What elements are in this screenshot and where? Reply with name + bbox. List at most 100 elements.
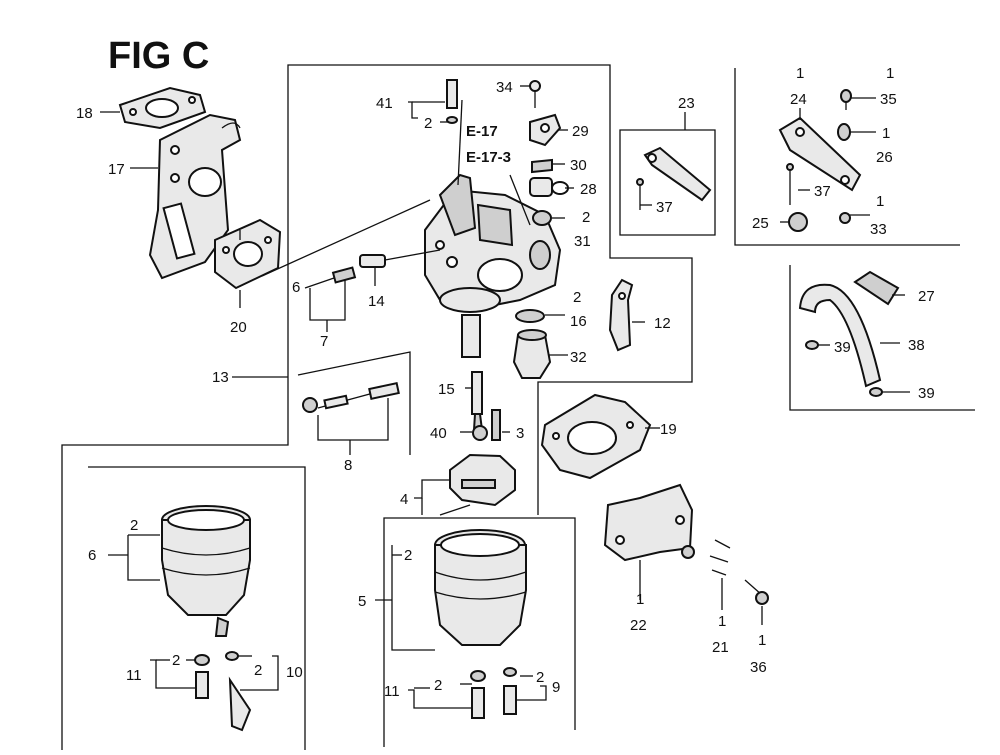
label-6-needle: 6 [292,279,300,296]
part-number-labels: 18 17 20 13 41 2 34 29 30 28 2 31 6 7 14… [76,65,935,700]
screw-35 [840,89,852,103]
carburetor-body [424,99,562,358]
bolt-36 [744,579,769,605]
label-20: 20 [230,319,247,336]
plate-29 [529,113,562,147]
label-13: 13 [212,369,229,386]
tube-frame [789,265,975,411]
label-30: 30 [570,157,587,174]
label-39-top: 39 [834,339,851,356]
label-37-left: 37 [656,199,673,216]
washer-40 [472,425,488,441]
jet-32 [512,329,552,379]
label-1-22: 1 [636,591,644,608]
label-22: 22 [630,617,647,634]
label-24: 24 [790,91,807,108]
label-11-left: 11 [126,667,142,684]
drain-11-center [470,670,486,719]
label-11-center: 11 [384,683,400,700]
lever-23 [636,146,712,210]
bracket-22 [603,483,695,562]
lever-frame [734,68,960,246]
label-2-10: 2 [254,662,262,679]
label-1-21: 1 [718,613,726,630]
label-1-35: 1 [886,65,894,82]
label-3: 3 [516,425,524,442]
label-25: 25 [752,215,769,232]
carburetor-frame [287,64,693,515]
needle-15 [471,371,484,431]
tube-38 [798,270,900,397]
label-6: 6 [88,547,96,564]
bracket-17 [148,113,242,280]
float-12 [608,278,634,352]
label-10: 10 [286,664,303,681]
label-32: 32 [570,349,587,366]
ring-26 [837,123,851,141]
label-7: 7 [320,333,328,350]
label-5: 5 [358,593,366,610]
label-2-16: 2 [573,289,581,306]
leader-lines [100,85,910,709]
label-1-24: 1 [796,65,804,82]
center-bowl-frame [383,517,576,747]
group-frames [61,64,975,750]
label-31: 31 [574,233,591,250]
needle-14 [304,249,441,289]
label-2-11-center: 2 [434,677,442,694]
label-2-9: 2 [536,669,544,686]
part23-frame [619,129,716,236]
ring-16 [515,309,545,323]
label-16: 16 [570,313,587,330]
float-4 [439,453,516,516]
label-1-36: 1 [758,632,766,649]
label-29: 29 [572,123,589,140]
spring-25 [788,212,808,232]
bowl-assembly-frame [61,366,289,750]
link-21 [709,539,731,576]
ref-e17: E-17 [466,123,498,140]
left-bowl-frame [88,466,306,750]
label-15: 15 [438,381,455,398]
bowl-5 [434,529,527,646]
label-4: 4 [400,491,408,508]
label-28: 28 [580,181,597,198]
screw-set-8 [302,382,400,413]
screw-34 [529,80,541,108]
label-18: 18 [76,105,93,122]
label-37-right: 37 [814,183,831,200]
bowl-6 [161,505,251,637]
label-33: 33 [870,221,887,238]
label-35: 35 [880,91,897,108]
label-2-bowl6: 2 [130,517,138,534]
label-41: 41 [376,95,393,112]
label-27: 27 [918,288,935,305]
label-8: 8 [344,457,352,474]
label-17: 17 [108,161,125,178]
spring-30 [531,158,553,174]
label-38: 38 [908,337,925,354]
label-2-41: 2 [424,115,432,132]
label-34: 34 [496,79,513,96]
label-2-bowl5: 2 [404,547,412,564]
label-36: 36 [750,659,767,676]
label-26: 26 [876,149,893,166]
label-1-33: 1 [876,193,884,210]
label-14: 14 [368,293,385,310]
choke-lever-24 [778,116,862,205]
ref-e17-3: E-17-3 [466,149,511,166]
label-40: 40 [430,425,447,442]
label-1-26: 1 [882,125,890,142]
label-2-11-left: 2 [172,652,180,669]
figure-title: FIG C [108,35,209,77]
nut-33 [839,212,851,224]
label-23: 23 [678,95,695,112]
gasket-18 [118,86,207,130]
label-39-bottom: 39 [918,385,935,402]
insulator-20 [214,218,282,290]
label-21: 21 [712,639,729,656]
cap-28 [529,177,569,197]
screw-set-frame [297,351,411,455]
label-12: 12 [654,315,671,332]
